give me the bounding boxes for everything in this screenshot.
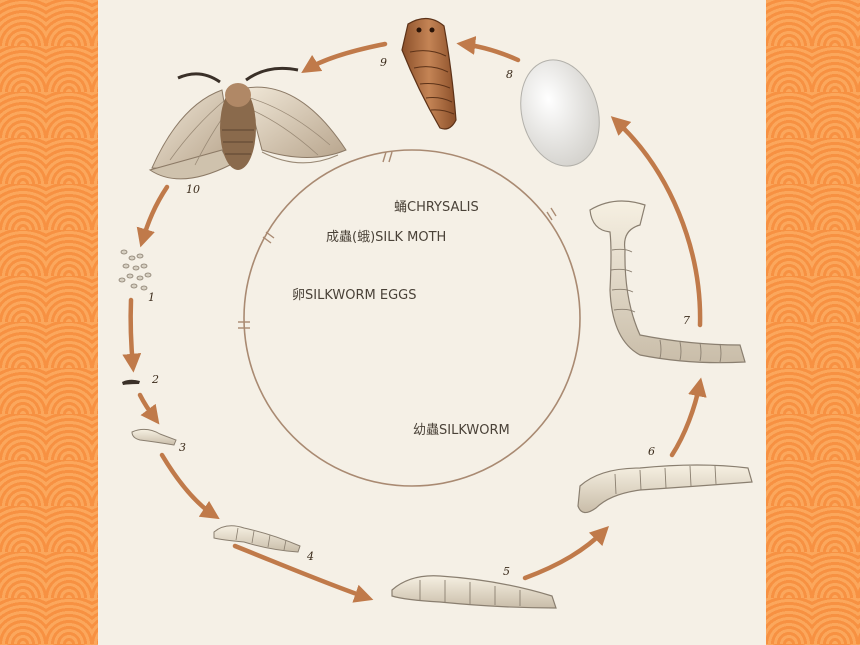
stage-number-9: 9 <box>380 56 387 69</box>
stage-number-10: 10 <box>186 183 200 196</box>
stage-number-5: 5 <box>503 565 510 578</box>
pupa-illustration <box>401 17 457 130</box>
arrow-6-to-7 <box>669 377 707 458</box>
stage-number-6: 6 <box>648 445 655 458</box>
stage-number-1: 1 <box>148 291 155 304</box>
cycle-arrows <box>122 36 707 603</box>
stage-number-8: 8 <box>506 68 513 81</box>
cocoon-illustration <box>520 59 600 167</box>
larva-stage-5-illustration <box>391 575 557 609</box>
cycle-circle <box>243 149 581 487</box>
stage-number-4: 4 <box>306 550 314 563</box>
left-pattern-border <box>0 0 98 645</box>
larva-stage-6-illustration <box>577 464 753 514</box>
arrow-4-to-5 <box>232 543 374 603</box>
arrow-2-to-3 <box>137 392 160 425</box>
larva-stage-7-illustration <box>589 200 746 364</box>
stage-number-2: 2 <box>151 373 159 386</box>
stage-number-7: 7 <box>683 314 690 327</box>
arrow-8-to-9 <box>456 36 521 63</box>
silkworm-label: 幼蟲SILKWORM <box>413 423 510 438</box>
eggs-label: 卵SILKWORM EGGS <box>292 288 416 303</box>
arrow-9-to-10 <box>301 41 388 74</box>
larva-stage-2-illustration <box>122 379 140 385</box>
arrow-5-to-6 <box>522 525 610 581</box>
cycle-dividers <box>238 151 557 329</box>
eggs-illustration <box>118 249 152 291</box>
chrysalis-label: 蛹CHRYSALIS <box>394 200 479 215</box>
right-pattern-border <box>766 0 860 645</box>
silk-moth-illustration <box>148 66 347 180</box>
silk-moth-label: 成蟲(蛾)SILK MOTH <box>326 230 446 245</box>
arrow-3-to-4 <box>159 452 220 520</box>
stage-number-3: 3 <box>179 441 186 454</box>
arrow-10-to-1 <box>136 184 170 248</box>
arrow-1-to-2 <box>122 297 142 373</box>
larva-stage-3-illustration <box>131 428 177 446</box>
larva-stage-4-illustration <box>213 525 301 553</box>
arrow-7-to-8 <box>610 116 703 328</box>
